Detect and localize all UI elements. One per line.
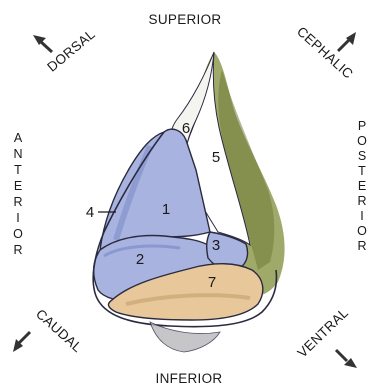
anterior-letter: N — [13, 147, 22, 161]
anterior-letter: A — [14, 131, 23, 145]
label-superior: SUPERIOR — [149, 12, 222, 27]
arrow-ventral — [336, 350, 357, 368]
posterior-letter: R — [357, 239, 366, 253]
region-number-4: 4 — [86, 204, 94, 221]
anterior-letter: E — [14, 179, 22, 193]
region-number-5: 5 — [212, 149, 220, 166]
posterior-letter: R — [357, 194, 366, 208]
region-number-2: 2 — [136, 251, 144, 268]
arrow-cephalic — [338, 32, 356, 51]
region-number-7: 7 — [208, 274, 216, 291]
anterior-letter: I — [16, 211, 19, 225]
posterior-letter: I — [360, 209, 363, 223]
posterior-letter: O — [357, 224, 367, 238]
anterior-letter: R — [13, 243, 22, 257]
label-cephalic: CEPHALIC — [294, 24, 356, 82]
anterior-letter: O — [13, 227, 23, 241]
anterior-letter: R — [13, 195, 22, 209]
region-number-6: 6 — [182, 120, 190, 137]
region-number-3: 3 — [212, 237, 220, 254]
anterior-letter: T — [14, 163, 22, 177]
label-anterior: A N T E R I O R — [13, 131, 23, 257]
label-caudal: CAUDAL — [33, 306, 85, 355]
arrow-dorsal — [33, 35, 52, 52]
posterior-letter: S — [358, 149, 366, 163]
label-ventral: VENTRAL — [295, 305, 352, 361]
arrow-caudal — [13, 332, 30, 352]
posterior-letter: O — [357, 134, 367, 148]
label-posterior: P O S T E R I O R — [357, 119, 367, 253]
posterior-letter: E — [358, 179, 366, 193]
label-inferior: INFERIOR — [156, 371, 223, 386]
region-number-1: 1 — [162, 201, 170, 218]
posterior-letter: T — [358, 164, 366, 178]
posterior-letter: P — [358, 119, 366, 133]
